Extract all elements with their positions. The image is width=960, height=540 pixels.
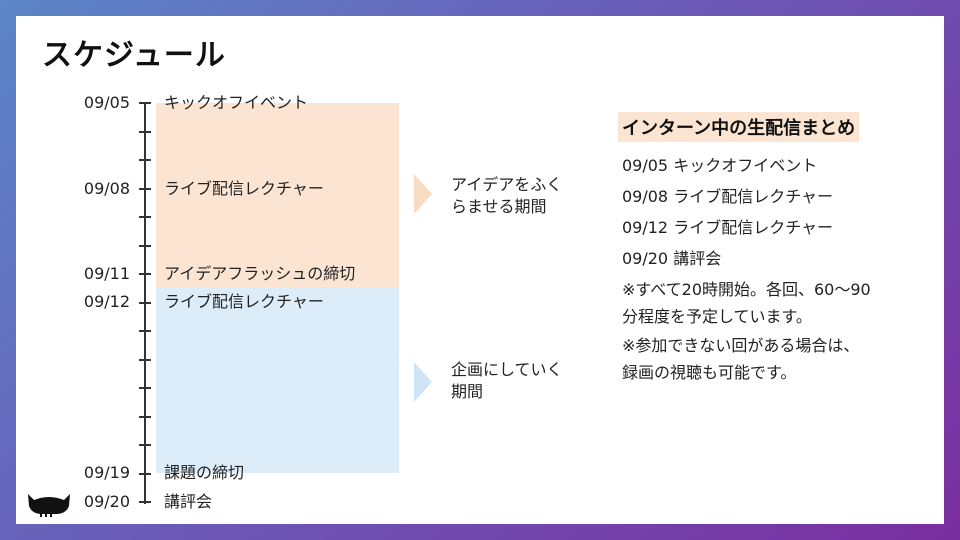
timeline-event: 講評会 <box>164 492 213 511</box>
summary-item: 09/05 キックオフイベント <box>622 156 818 175</box>
slide: スケジュール 09/05 キックオフイベント 09/08 ライブ配信レクチャー … <box>16 16 944 524</box>
summary-note-line: ※参加できない回がある場合は、 <box>622 336 860 355</box>
summary-item: 09/12 ライブ配信レクチャー <box>622 218 834 237</box>
phase-label-line: 期間 <box>451 382 484 401</box>
cat-logo-icon <box>28 494 70 517</box>
timeline-event: ライブ配信レクチャー <box>164 179 324 198</box>
timeline-tick <box>139 245 151 247</box>
timeline-date: 09/08 <box>83 179 130 198</box>
summary-note-line: 録画の視聴も可能です。 <box>622 363 797 382</box>
chevron-right-icon <box>414 362 432 402</box>
timeline-tick <box>139 188 151 190</box>
timeline-event: ライブ配信レクチャー <box>164 292 324 311</box>
timeline-date: 09/11 <box>83 264 130 283</box>
phase-label-planning: 企画にしていく 期間 <box>451 359 591 403</box>
timeline-event: アイデアフラッシュの締切 <box>164 264 356 283</box>
phase-band-ideation <box>156 103 399 288</box>
summary-note: ※すべて20時開始。各回、60〜90 分程度を予定しています。 <box>622 276 932 330</box>
summary-title: インターン中の生配信まとめ <box>618 112 860 142</box>
timeline-tick <box>139 159 151 161</box>
timeline-tick <box>139 330 151 332</box>
summary-item: 09/08 ライブ配信レクチャー <box>622 187 834 206</box>
timeline-tick <box>139 102 151 104</box>
timeline-tick <box>139 473 151 475</box>
page-title: スケジュール <box>42 38 226 73</box>
phase-band-planning <box>156 288 399 473</box>
timeline-tick <box>139 359 151 361</box>
summary-note-line: 分程度を予定しています。 <box>622 307 812 326</box>
summary-note-line: ※すべて20時開始。各回、60〜90 <box>622 280 871 299</box>
timeline-tick <box>139 387 151 389</box>
summary-note: ※参加できない回がある場合は、 録画の視聴も可能です。 <box>622 332 932 386</box>
livestream-summary: インターン中の生配信まとめ 09/05 キックオフイベント 09/08 ライブ配… <box>618 112 932 386</box>
timeline-tick <box>139 273 151 275</box>
timeline-date: 09/12 <box>83 292 130 311</box>
phase-label-line: 企画にしていく <box>451 360 563 379</box>
timeline-tick <box>139 416 151 418</box>
timeline-tick <box>139 501 151 503</box>
timeline-date: 09/05 <box>83 93 130 112</box>
timeline-tick <box>139 302 151 304</box>
timeline-tick <box>139 216 151 218</box>
timeline-tick <box>139 131 151 133</box>
summary-item: 09/20 講評会 <box>622 249 722 268</box>
phase-label-line: アイデアをふく <box>451 175 563 194</box>
chevron-right-icon <box>414 174 432 214</box>
timeline-event: キックオフイベント <box>164 93 309 112</box>
timeline-tick <box>139 444 151 446</box>
phase-label-ideation: アイデアをふく らませる期間 <box>451 174 591 218</box>
phase-label-line: らませる期間 <box>451 197 547 216</box>
timeline-date: 09/20 <box>83 492 130 511</box>
timeline-event: 課題の締切 <box>164 463 245 482</box>
timeline-date: 09/19 <box>83 463 130 482</box>
